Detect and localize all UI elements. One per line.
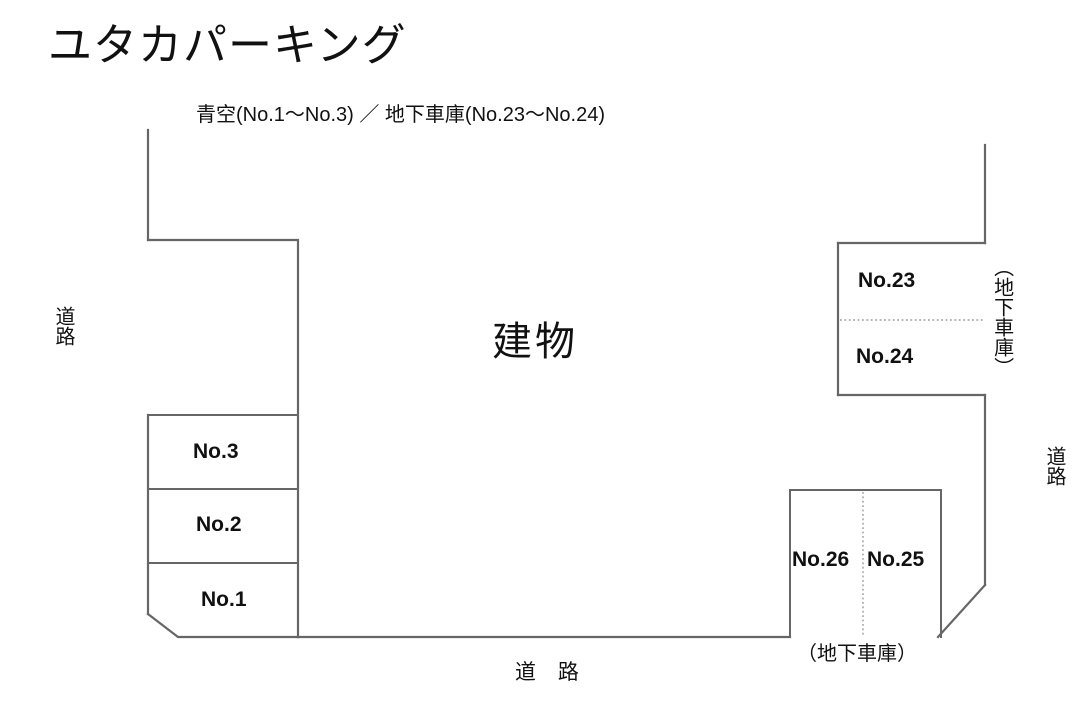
outline-bottom-right-chamfer [936,583,987,639]
stall-label-no2[interactable]: No.2 [196,513,242,536]
stall-label-no23[interactable]: No.23 [858,269,916,292]
stall-label-no26[interactable]: No.26 [792,548,850,571]
site-outline [146,128,987,639]
road-label-left: 道路 [52,306,74,346]
outdoor-stall-block [147,414,299,564]
stall-label-no1[interactable]: No.1 [201,588,247,611]
outline-bottom-left-chamfer [146,612,300,639]
page-title: ユタカパーキング [48,21,407,70]
garage-annotation-bottom: （地下車庫） [797,643,917,665]
stall-label-no3[interactable]: No.3 [193,440,239,463]
road-label-right: 道路 [1043,446,1065,486]
building-label: 建物 [492,320,578,364]
stall-label-no24[interactable]: No.24 [856,345,914,368]
outline-building-west [146,238,300,639]
road-label-bottom: 道 路 [515,661,587,684]
garage-south-block [789,489,942,638]
stall-label-no25[interactable]: No.25 [867,548,925,571]
subtitle-parking-types: 青空(No.1〜No.3) ／ 地下車庫(No.23〜No.24) [196,104,605,126]
garage-annotation-right: （地下車庫） [990,257,1013,377]
